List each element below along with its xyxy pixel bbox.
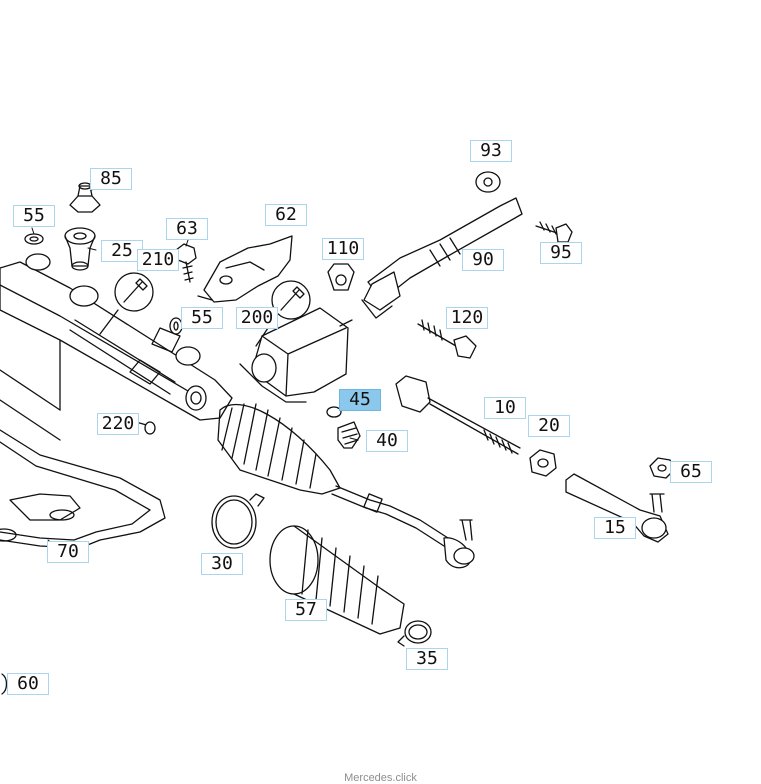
- bolt-220: [135, 421, 156, 435]
- callout-63[interactable]: 63: [166, 218, 208, 240]
- callout-90[interactable]: 90: [462, 249, 504, 271]
- callout-120[interactable]: 120: [446, 307, 488, 329]
- bushing-25: [64, 227, 96, 271]
- callout-65[interactable]: 65: [670, 461, 712, 483]
- steering-rack-housing: [0, 253, 233, 421]
- callout-20[interactable]: 20: [528, 415, 570, 437]
- bolt-120: [417, 319, 477, 359]
- callout-200[interactable]: 200: [236, 307, 278, 329]
- wrench-icon: [99, 272, 154, 335]
- subframe: [0, 339, 166, 549]
- washer-45: [326, 406, 342, 418]
- callout-55b[interactable]: 55: [181, 307, 223, 329]
- inner-tie-rod-10: [395, 375, 521, 455]
- nut-110: [327, 263, 355, 291]
- callout-95[interactable]: 95: [540, 242, 582, 264]
- lock-nut-20: [529, 449, 557, 477]
- callout-210[interactable]: 210: [137, 249, 179, 271]
- callout-30[interactable]: 30: [201, 553, 243, 575]
- callout-85[interactable]: 85: [90, 168, 132, 190]
- tie-rod-left: [331, 485, 475, 569]
- bolt-85: [69, 182, 101, 213]
- callout-60[interactable]: 60: [7, 673, 49, 695]
- callout-70[interactable]: 70: [47, 541, 89, 563]
- rack-boot-left: [217, 403, 341, 495]
- bolt-95: [535, 221, 573, 243]
- callout-57[interactable]: 57: [285, 599, 327, 621]
- callout-25[interactable]: 25: [101, 240, 143, 262]
- callout-55[interactable]: 55: [13, 205, 55, 227]
- tie-rod-end-15: [565, 473, 669, 543]
- bracket-62: [197, 235, 293, 303]
- bolt-63: [175, 243, 197, 283]
- callout-62[interactable]: 62: [265, 204, 307, 226]
- washer-93: [475, 171, 501, 193]
- callout-35[interactable]: 35: [406, 648, 448, 670]
- callout-45-highlighted[interactable]: 45: [339, 389, 381, 411]
- callout-220[interactable]: 220: [97, 413, 139, 435]
- callout-110[interactable]: 110: [322, 238, 364, 260]
- washer-55: [24, 233, 44, 245]
- watermark: Mercedes.click: [344, 772, 417, 784]
- intermediate-shaft-90: [361, 197, 523, 319]
- fitting-40: [337, 421, 361, 449]
- callout-93[interactable]: 93: [470, 140, 512, 162]
- clamp-30: [211, 493, 265, 549]
- callout-15[interactable]: 15: [594, 517, 636, 539]
- pump-200: [239, 307, 353, 403]
- clamp-35: [397, 620, 432, 647]
- rack-boot-57: [269, 525, 405, 635]
- callout-10[interactable]: 10: [484, 397, 526, 419]
- part-60: [1, 673, 8, 695]
- callout-40[interactable]: 40: [366, 430, 408, 452]
